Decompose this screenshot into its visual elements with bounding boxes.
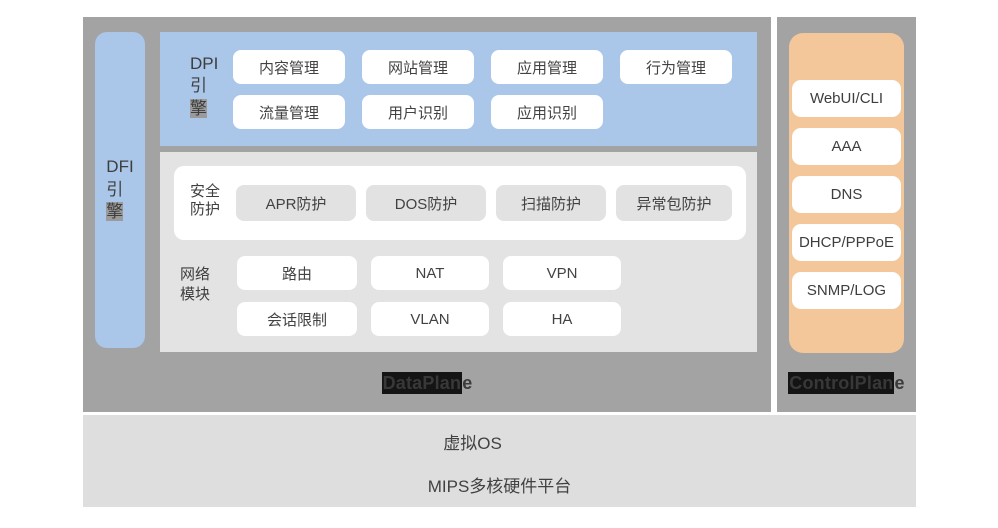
- security-modules: APR防护 DOS防护 扫描防护 异常包防护: [236, 185, 732, 221]
- dpi-module-box: 应用管理: [491, 50, 603, 84]
- dpi-label-line2: 引: [190, 76, 207, 96]
- dataplane-caption-rest: e: [462, 373, 473, 393]
- control-module-box: AAA: [792, 128, 901, 165]
- dpi-module-row-2: 流量管理 用户识别 应用识别: [233, 95, 732, 129]
- network-module-box: 会话限制: [237, 302, 357, 336]
- dfi-label-line1: DFI: [106, 157, 134, 177]
- dpi-module-row-1: 内容管理 网站管理 应用管理 行为管理: [233, 50, 732, 84]
- dfi-engine-label: DFI 引 擎: [106, 156, 134, 223]
- controlplane-caption: ControlPlane: [777, 372, 916, 394]
- control-modules: WebUI/CLI AAA DNS DHCP/PPPoE SNMP/LOG: [792, 80, 901, 309]
- security-label-line1: 安全: [190, 183, 221, 200]
- dfi-engine-bar: DFI 引 擎: [95, 32, 145, 348]
- network-module-box: VPN: [503, 256, 621, 290]
- dpi-label-line1: DPI: [190, 54, 219, 73]
- dpi-engine-panel: DPI 引 擎 内容管理 网站管理 应用管理 行为管理 流量管理 用户识别 应用…: [160, 32, 757, 146]
- controlplane-panel: WebUI/CLI AAA DNS DHCP/PPPoE SNMP/LOG: [789, 33, 904, 353]
- network-module-box: HA: [503, 302, 621, 336]
- network-module-row-2: 会话限制 VLAN HA: [237, 302, 621, 336]
- dataplane-caption-highlighted: DataPlan: [381, 372, 463, 394]
- network-module-box: NAT: [371, 256, 489, 290]
- hardware-platform-label: MIPS多核硬件平台: [427, 477, 572, 496]
- control-module-box: WebUI/CLI: [792, 80, 901, 117]
- network-label-line2: 模块: [180, 286, 211, 304]
- network-module-label: 网络 模块: [180, 265, 210, 306]
- security-label-line2: 防护: [190, 201, 221, 219]
- security-label: 安全 防护: [190, 183, 220, 220]
- dpi-modules: 内容管理 网站管理 应用管理 行为管理 流量管理 用户识别 应用识别: [233, 50, 732, 140]
- control-module-box: DNS: [792, 176, 901, 213]
- dpi-module-box: 用户识别: [362, 95, 474, 129]
- dpi-engine-label: DPI 引 擎: [190, 53, 218, 120]
- dfi-label-line2: 引: [106, 179, 124, 199]
- security-protection-box: 安全 防护 APR防护 DOS防护 扫描防护 异常包防护: [174, 166, 746, 240]
- virtual-os-label: 虚拟OS: [443, 434, 502, 453]
- platform-section: 虚拟OS MIPS多核硬件平台: [83, 415, 916, 507]
- network-label-line1: 网络: [180, 266, 211, 283]
- dpi-module-box: 流量管理: [233, 95, 345, 129]
- controlplane-section: WebUI/CLI AAA DNS DHCP/PPPoE SNMP/LOG Co…: [777, 17, 916, 412]
- security-module-box: 异常包防护: [616, 185, 732, 221]
- network-module-row-1: 路由 NAT VPN: [237, 256, 621, 290]
- dpi-module-box: 网站管理: [362, 50, 474, 84]
- security-module-box: APR防护: [236, 185, 356, 221]
- dfi-label-line3: 擎: [106, 202, 124, 222]
- dpi-module-box: 内容管理: [233, 50, 345, 84]
- dpi-module-box: 应用识别: [491, 95, 603, 129]
- controlplane-caption-highlighted: ControlPlan: [788, 372, 895, 394]
- control-module-box: SNMP/LOG: [792, 272, 901, 309]
- network-module-box: 路由: [237, 256, 357, 290]
- dpi-module-box: 行为管理: [620, 50, 732, 84]
- dataplane-inner-panel: 安全 防护 APR防护 DOS防护 扫描防护 异常包防护 网络 模块 路由 NA…: [160, 152, 757, 352]
- security-module-box: DOS防护: [366, 185, 486, 221]
- control-module-box: DHCP/PPPoE: [792, 224, 901, 261]
- controlplane-caption-rest: e: [894, 373, 905, 393]
- dataplane-caption: DataPlane: [83, 372, 771, 394]
- network-module-box: VLAN: [371, 302, 489, 336]
- network-modules: 路由 NAT VPN 会话限制 VLAN HA: [237, 256, 621, 348]
- security-module-box: 扫描防护: [496, 185, 606, 221]
- dpi-label-line3: 擎: [190, 98, 207, 118]
- dataplane-section: DFI 引 擎 DPI 引 擎 内容管理 网站管理 应用管理 行为管理 流量管理: [83, 17, 771, 412]
